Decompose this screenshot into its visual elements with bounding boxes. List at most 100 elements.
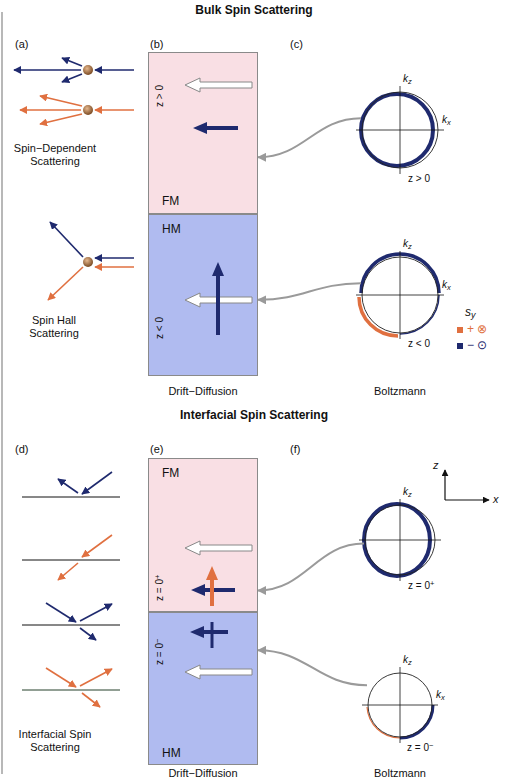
fermi-surface-distribution — [359, 297, 398, 336]
position-label: z = 0+ — [408, 580, 434, 592]
layer-fill — [148, 52, 258, 214]
layer-fill — [148, 214, 258, 376]
spin-hall-scattering — [95, 266, 134, 268]
panel-letter: (b) — [150, 38, 163, 51]
interfacial-scattering-arrow — [46, 668, 76, 687]
fermi-circle-outline — [361, 256, 439, 334]
ferromagnet-layer: z > 0FM — [148, 52, 258, 214]
interfacial-scattering-arrow — [58, 479, 78, 493]
panel-caption: Boltzmann — [350, 385, 450, 398]
layer-name: HM — [162, 747, 181, 761]
panel-caption: Drift−Diffusion — [148, 767, 258, 780]
spin-dependent-scattering — [62, 74, 82, 82]
interfacial-scattering-arrow — [82, 472, 112, 494]
axis-label: kx — [436, 689, 445, 701]
coordinate-axes — [444, 470, 445, 500]
spin-dependent-scattering — [83, 105, 93, 115]
spin-dependent-scattering — [20, 96, 134, 124]
current-arrow — [185, 665, 252, 679]
position-label: z = 0+ — [154, 575, 166, 601]
spin-hall-scattering — [83, 257, 93, 267]
interfacial-scattering-arrow — [82, 535, 112, 557]
subscript: x — [447, 118, 451, 127]
spin-dependent-scattering — [95, 69, 134, 71]
momentum-axis — [400, 499, 401, 581]
position-label: z < 0 — [408, 338, 430, 350]
spin-dependent-scattering — [62, 58, 82, 66]
spin-dependent-scattering — [95, 109, 134, 111]
legend-heading: sy — [465, 305, 476, 319]
axis-label: kz — [403, 654, 412, 666]
spin-accumulation-arrow — [193, 122, 238, 134]
legend-entry: + ⊗ — [467, 322, 487, 336]
subscript: z — [408, 658, 412, 667]
fermi-circle-outline — [365, 505, 435, 575]
position-label: z = 0− — [407, 742, 433, 754]
axis-label: z — [433, 459, 439, 472]
subscript: x — [447, 283, 451, 292]
position-label: z = 0− — [154, 639, 166, 665]
subscript: z — [408, 77, 412, 86]
ferromagnet-layer: z = 0+FM — [148, 458, 258, 612]
spin-dependent-scattering — [40, 114, 82, 124]
superscript: − — [153, 639, 162, 643]
fermi-circle-outline — [367, 672, 433, 738]
position-label: z < 0 — [154, 317, 166, 339]
spin-dependent-scattering — [20, 109, 81, 111]
panel-caption: Interfacial Spin Scattering — [8, 728, 102, 754]
fermi-surface-distribution — [400, 705, 433, 738]
legend-swatch — [457, 343, 463, 349]
interface-line — [22, 625, 120, 626]
momentum-axis — [400, 251, 401, 339]
position-label: z > 0 — [408, 173, 430, 185]
spin-dependent-scattering — [40, 96, 82, 106]
fermi-surface-distribution — [400, 295, 439, 334]
pointer-arrow — [258, 650, 367, 685]
figure-title: Bulk Spin Scattering — [0, 3, 508, 17]
panel-divider — [1, 12, 3, 774]
panel-letter: (d) — [15, 443, 28, 456]
fermi-circle-outline — [362, 257, 438, 333]
interfacial-scattering-arrow — [80, 628, 96, 640]
axis-label: kz — [403, 486, 412, 498]
panel-caption: Spin−Dependent Scattering — [8, 142, 102, 168]
interface-line — [22, 497, 120, 690]
spin-dependent-scattering — [14, 58, 134, 82]
superscript: − — [429, 741, 433, 750]
current-arrow — [185, 78, 252, 679]
axis-label: x — [493, 493, 499, 506]
fermi-surface: kzkxz < 0 — [361, 256, 439, 334]
interfacial-scattering-arrow — [46, 472, 112, 707]
current-arrow — [185, 541, 252, 555]
coordinate-axes — [445, 499, 489, 500]
panel-letter: (a) — [15, 38, 28, 51]
subscript: z — [408, 490, 412, 499]
momentum-axis — [400, 86, 401, 174]
spin-dependent-scattering — [14, 69, 81, 71]
panel-caption: Drift−Diffusion — [148, 385, 258, 398]
heavy-metal-layer: z < 0 HM — [148, 214, 258, 376]
fermi-surface-distribution — [359, 94, 439, 738]
panel-letter: (f) — [290, 443, 300, 456]
pointer-arrow — [258, 283, 361, 300]
superscript: + — [430, 579, 434, 588]
layer-name: HM — [162, 223, 181, 237]
fermi-circle-outline — [362, 92, 438, 168]
position-label: z > 0 — [154, 85, 166, 107]
pointer-arrow — [258, 118, 361, 157]
momentum-axis — [400, 667, 401, 743]
panel-letter: (e) — [150, 443, 163, 456]
panel-caption: Boltzmann — [350, 767, 450, 780]
subscript: y — [471, 310, 476, 320]
momentum-axis — [356, 86, 444, 743]
interfacial-scattering-arrow — [80, 669, 112, 686]
superscript: + — [153, 575, 162, 579]
spin-accumulation-arrow — [206, 566, 218, 606]
interface-line — [22, 497, 120, 498]
layer-fill — [148, 458, 258, 612]
fermi-circle-outline — [368, 673, 432, 737]
spin-dependent-scattering — [14, 58, 134, 124]
axis-label: kz — [403, 238, 412, 250]
spin-hall-scattering — [95, 257, 134, 259]
